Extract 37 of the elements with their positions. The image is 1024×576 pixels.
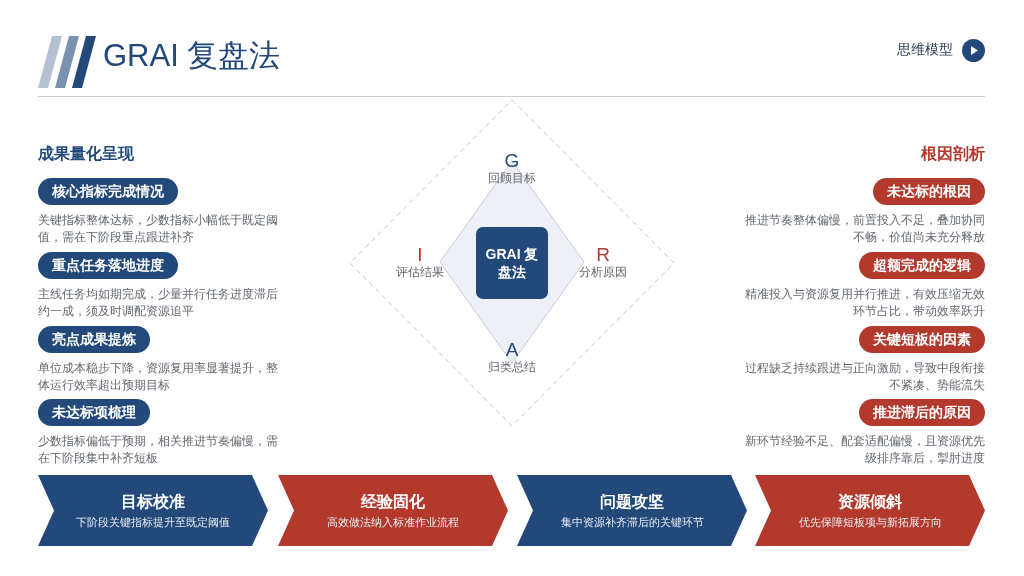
step-letter: A: [505, 338, 519, 361]
step-letter: G: [504, 149, 520, 172]
chevron-subtitle: 下阶段关键指标提升至既定阈值: [76, 514, 230, 530]
tag-pill: 核心指标完成情况: [38, 178, 178, 205]
description-text: 少数指标偏低于预期，相关推进节奏偏慢，需在下阶段集中补齐短板: [38, 433, 279, 467]
step-caption: 归类总结: [488, 360, 536, 374]
header-tag: 思维模型: [897, 41, 953, 58]
tag-pill: 关键短板的因素: [859, 326, 985, 353]
tag-pill: 推进滞后的原因: [859, 399, 985, 426]
chevron-subtitle: 优先保障短板项与新拓展方向: [798, 514, 942, 530]
chevron-heading: 经验固化: [361, 491, 425, 512]
step-caption: 评估结果: [396, 265, 444, 279]
description-text: 主线任务均如期完成，少量并行任务进度滞后约一成，须及时调配资源追平: [38, 286, 279, 320]
tag-pill: 未达标项梳理: [38, 399, 150, 426]
chevron-subtitle: 集中资源补齐滞后的关键环节: [560, 514, 704, 530]
description-text: 新环节经验不足、配套适配偏慢，且资源优先级排序靠后，掣肘进度: [744, 433, 985, 467]
center-tile: GRAI 复盘法: [476, 227, 548, 299]
description-text: 推进节奏整体偏慢，前置投入不足，叠加协同不畅，价值尚未充分释放: [744, 212, 985, 246]
tag-pill: 超额完成的逻辑: [859, 252, 985, 279]
section-heading: 根因剖析: [921, 144, 985, 163]
tag-pill: 重点任务落地进度: [38, 252, 178, 279]
description-text: 过程缺乏持续跟进与正向激励，导致中段衔接不紧凑、势能流失: [744, 360, 985, 394]
step-letter: R: [596, 243, 610, 266]
description-text: 关键指标整体达标，少数指标小幅低于既定阈值，需在下阶段重点跟进补齐: [38, 212, 279, 246]
chevron-heading: 资源倾斜: [838, 491, 902, 512]
step-caption: 回顾目标: [488, 171, 536, 185]
step-caption: 分析原因: [579, 265, 627, 279]
tag-pill: 亮点成果提炼: [38, 326, 150, 353]
description-text: 精准投入与资源复用并行推进，有效压缩无效环节占比，带动效率跃升: [744, 286, 985, 320]
tag-pill: 未达标的根因: [873, 178, 985, 205]
chevron-subtitle: 高效做法纳入标准作业流程: [327, 514, 459, 530]
chevron-heading: 问题攻坚: [600, 491, 664, 512]
step-letter: I: [417, 243, 423, 266]
description-text: 单位成本稳步下降，资源复用率显著提升，整体运行效率超出预期目标: [38, 360, 279, 394]
chevron-heading: 目标校准: [121, 491, 185, 512]
slide-title: GRAI 复盘法: [103, 37, 281, 75]
section-heading: 成果量化呈现: [38, 144, 134, 163]
